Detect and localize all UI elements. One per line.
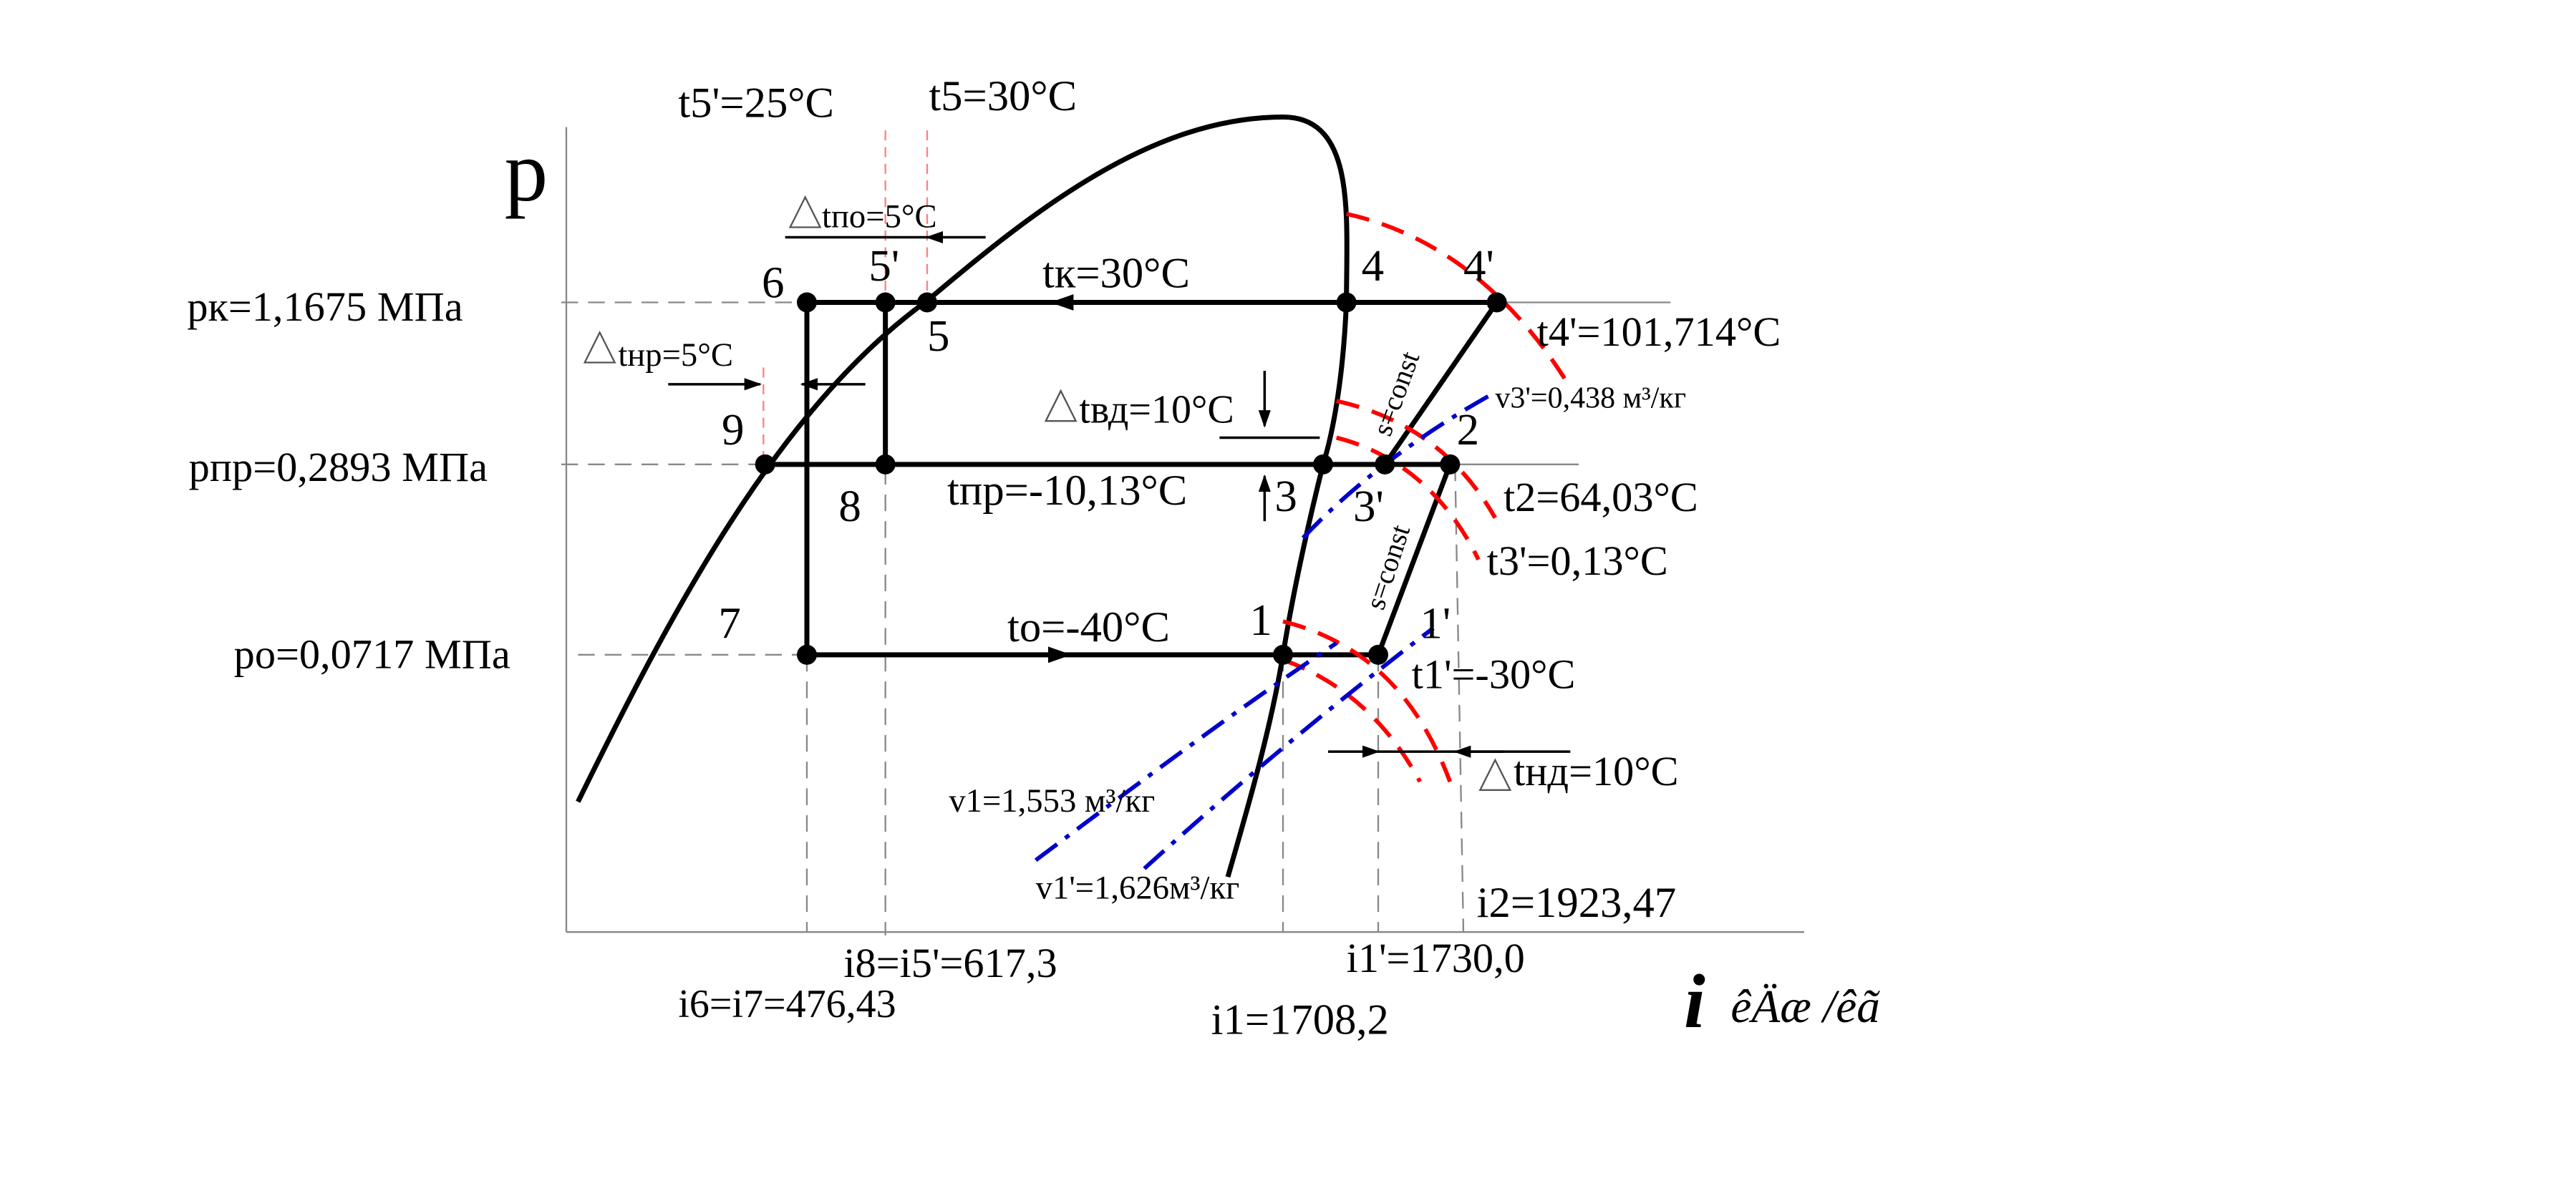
delta-icon-po bbox=[788, 195, 822, 228]
temp-label-dt-po: tпо=5°C bbox=[822, 198, 937, 235]
point-label-9: 9 bbox=[722, 404, 745, 454]
point-label-5: 5 bbox=[927, 311, 950, 361]
temp-label-t4p: t4'=101,714°C bbox=[1537, 308, 1781, 355]
temp-label-t3p: t3'=0,13°C bbox=[1487, 538, 1668, 584]
enthalpy-label-i8: i8=i5'=617,3 bbox=[843, 940, 1057, 986]
pressure-label-ppr: pпр=0,2893 МПа bbox=[189, 444, 488, 490]
temp-label-t5: t5=30°C bbox=[929, 72, 1077, 120]
state-point-6 bbox=[797, 292, 817, 313]
temp-label-t2: t2=64,03°C bbox=[1504, 474, 1698, 520]
volume-label-v1p: v1'=1,626м³/кг bbox=[1036, 869, 1240, 906]
state-point-3p bbox=[1375, 454, 1395, 475]
isochore-v1p bbox=[1143, 626, 1435, 870]
state-point-7 bbox=[797, 644, 817, 665]
volume-label-v3p: v3'=0,438 м³/кг bbox=[1495, 382, 1686, 415]
temp-label-tpr: tпр=-10,13°C bbox=[947, 467, 1187, 515]
point-label-2: 2 bbox=[1457, 404, 1479, 454]
temp-label-dt-nd: tнд=10°C bbox=[1514, 748, 1679, 794]
point-label-8: 8 bbox=[838, 481, 861, 531]
state-point-3 bbox=[1313, 454, 1333, 475]
enthalpy-label-i1: i1=1708,2 bbox=[1211, 996, 1389, 1044]
point-label-1: 1 bbox=[1249, 595, 1272, 645]
y-axis-symbol: p bbox=[505, 124, 548, 220]
isotherm-t4p bbox=[1346, 211, 1572, 389]
point-label-1p: 1' bbox=[1420, 598, 1451, 648]
temp-label-dt-nr: tнр=5°C bbox=[618, 336, 733, 374]
point-label-3p: 3' bbox=[1353, 481, 1384, 531]
point-label-5p: 5' bbox=[868, 240, 899, 291]
delta-icons bbox=[583, 195, 1512, 791]
enthalpy-label-i2: i2=1923,47 bbox=[1477, 879, 1677, 927]
state-point-4p bbox=[1486, 292, 1507, 313]
state-point-9 bbox=[755, 454, 775, 475]
state-point-2 bbox=[1440, 454, 1461, 475]
state-point-5p bbox=[875, 292, 896, 313]
state-points bbox=[755, 292, 1507, 665]
state-point-1 bbox=[1273, 644, 1293, 665]
point-label-4p: 4' bbox=[1463, 240, 1494, 291]
temp-label-tk: tк=30°C bbox=[1042, 249, 1190, 297]
pressure-label-pk: pк=1,1675 МПа bbox=[187, 283, 463, 330]
delta-icon-nr bbox=[583, 330, 616, 364]
isotherm-t1p bbox=[1282, 619, 1453, 783]
temp-label-t5p: t5'=25°C bbox=[678, 79, 834, 127]
state-point-4 bbox=[1336, 292, 1357, 313]
state-point-1p bbox=[1368, 644, 1388, 665]
temperature-guides bbox=[762, 130, 929, 465]
volume-label-v1: v1=1,553 м³/кг bbox=[949, 782, 1155, 820]
isentrope-label-lower: s=const bbox=[1360, 521, 1416, 613]
enthalpy-label-i6: i6=i7=476,43 bbox=[678, 982, 896, 1026]
x-axis-unit: êÄæ /êã bbox=[1730, 981, 1880, 1033]
pressure-label-po: pо=0,0717 МПа bbox=[234, 631, 510, 678]
delta-icon-nd bbox=[1478, 758, 1512, 791]
isotherm-t3p bbox=[1335, 435, 1481, 561]
pressure-guides bbox=[561, 301, 1671, 656]
point-label-3: 3 bbox=[1274, 471, 1297, 521]
delta-icon-vd bbox=[1044, 389, 1078, 422]
point-label-6: 6 bbox=[762, 258, 785, 308]
isotherm-t1 bbox=[1282, 658, 1422, 783]
isentrope-label-upper: s=const bbox=[1366, 347, 1425, 439]
temp-label-dt-vd: tвд=10°C bbox=[1079, 388, 1234, 432]
enthalpy-guides bbox=[805, 464, 1465, 935]
state-point-8 bbox=[875, 454, 896, 475]
temp-label-t1p: t1'=-30°C bbox=[1412, 651, 1576, 698]
x-axis-symbol: i bbox=[1684, 959, 1705, 1044]
dimension-arrows bbox=[668, 230, 1571, 758]
isochore-v1 bbox=[1034, 641, 1338, 862]
point-label-4: 4 bbox=[1362, 240, 1385, 291]
isotherms bbox=[1282, 211, 1572, 783]
state-point-5 bbox=[917, 292, 937, 313]
saturation-curve bbox=[576, 114, 1350, 878]
point-label-7: 7 bbox=[718, 598, 740, 648]
enthalpy-label-i1p: i1'=1730,0 bbox=[1347, 935, 1525, 981]
temp-label-to: tо=-40°C bbox=[1007, 603, 1170, 651]
